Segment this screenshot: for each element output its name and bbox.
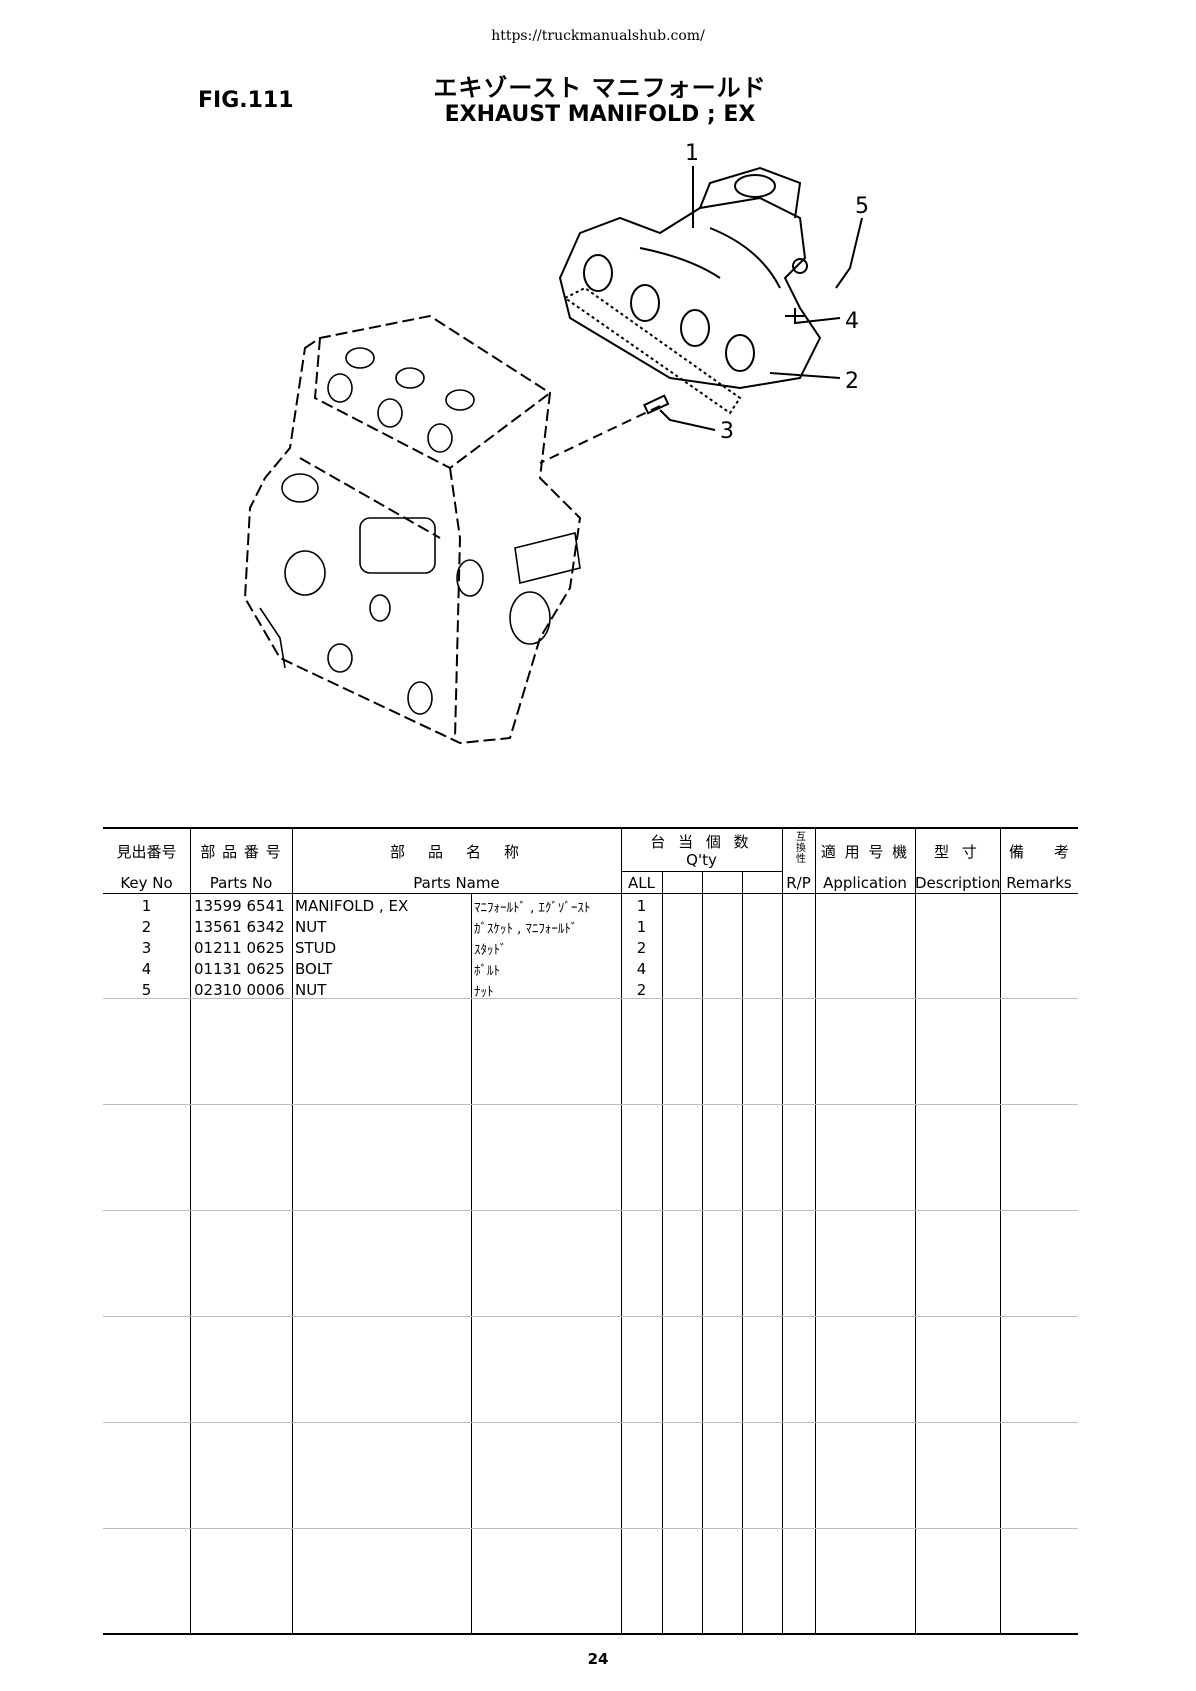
callout-5: 5 [855, 194, 869, 219]
parts-no: 01131 0625 [194, 960, 285, 978]
header-key-no: Key No [120, 874, 173, 892]
qty-all: 2 [636, 939, 647, 957]
callout-1: 1 [685, 141, 699, 166]
parts-no: 02310 0006 [194, 981, 285, 999]
table-row: 1 13599 6541 MANIFOLD , EX ﾏﾆﾌｫｰﾙﾄﾞ , ｴｸ… [103, 897, 1078, 918]
page-title-english: EXHAUST MANIFOLD ; EX [444, 102, 756, 127]
page-title-japanese: エキゾースト マニフォールド [433, 74, 767, 102]
engine-block [243, 314, 582, 745]
key-no: 2 [141, 918, 152, 936]
callout-3: 3 [720, 419, 734, 444]
qty-all: 2 [636, 981, 647, 999]
parts-name-en: MANIFOLD , EX [295, 897, 409, 915]
key-no: 4 [141, 960, 152, 978]
parts-name-jp: ｶﾞｽｹｯﾄ , ﾏﾆﾌｫｰﾙﾄﾞ [474, 922, 578, 937]
parts-no: 01211 0625 [194, 939, 285, 957]
table-row: 4 01131 0625 BOLT ﾎﾞﾙﾄ 4 [103, 960, 1078, 981]
callout-2: 2 [845, 369, 859, 394]
table-row: 2 13561 6342 NUT ｶﾞｽｹｯﾄ , ﾏﾆﾌｫｰﾙﾄﾞ 1 [103, 918, 1078, 939]
header-qty-en: Q'ty [686, 851, 717, 869]
key-no: 1 [141, 897, 152, 915]
header-parts-no: Parts No [209, 874, 273, 892]
parts-name-en: NUT [295, 981, 327, 999]
key-no: 5 [141, 981, 152, 999]
parts-no: 13561 6342 [194, 918, 285, 936]
parts-name-jp: ﾅｯﾄ [474, 985, 494, 1000]
header-parts-name-jp: 部 品 名 称 [389, 843, 523, 861]
header-qty-jp: 台 当 個 数 [650, 833, 753, 851]
header-remarks-jp: 備 考 [1008, 843, 1069, 861]
parts-list-table: 見出番号 部 品 番 号 部 品 名 称 台 当 個 数 Q'ty 互換性 適 … [103, 827, 1078, 1635]
qty-all: 1 [636, 897, 647, 915]
key-no: 3 [141, 939, 152, 957]
parts-name-jp: ｽﾀｯﾄﾞ [474, 943, 507, 958]
header-key-no-jp: 見出番号 [116, 843, 177, 861]
parts-no: 13599 6541 [194, 897, 285, 915]
header-parts-no-jp: 部 品 番 号 [200, 843, 282, 861]
source-url: https://truckmanualshub.com/ [491, 28, 705, 44]
gasket [563, 286, 742, 415]
qty-all: 1 [636, 918, 647, 936]
callout-4: 4 [845, 309, 859, 334]
header-rp: R/P [786, 874, 811, 892]
header-all: ALL [628, 874, 655, 892]
parts-name-en: BOLT [295, 960, 333, 978]
parts-name-en: NUT [295, 918, 327, 936]
manifold [558, 196, 822, 390]
header-application-jp: 適 用 号 機 [820, 843, 910, 861]
qty-all: 4 [636, 960, 647, 978]
figure-label: FIG.111 [198, 88, 294, 113]
header-description: Description [915, 874, 1001, 892]
exploded-parts-drawing: 1 5 4 2 3 [243, 141, 869, 745]
page-number: 24 [587, 1650, 609, 1668]
header-remarks: Remarks [1006, 874, 1072, 892]
parts-name-jp: ﾎﾞﾙﾄ [474, 964, 500, 979]
header-description-jp: 型 寸 [934, 843, 981, 861]
header-application: Application [823, 874, 907, 892]
header-rp-jp: 互換性 [796, 832, 806, 865]
parts-name-en: STUD [295, 939, 337, 957]
table-row: 3 01211 0625 STUD ｽﾀｯﾄﾞ 2 [103, 939, 1078, 960]
table-row: 5 02310 0006 NUT ﾅｯﾄ 2 [103, 981, 1078, 1002]
header-parts-name: Parts Name [413, 874, 500, 892]
parts-name-jp: ﾏﾆﾌｫｰﾙﾄﾞ , ｴｸﾞｿﾞｰｽﾄ [474, 901, 591, 916]
